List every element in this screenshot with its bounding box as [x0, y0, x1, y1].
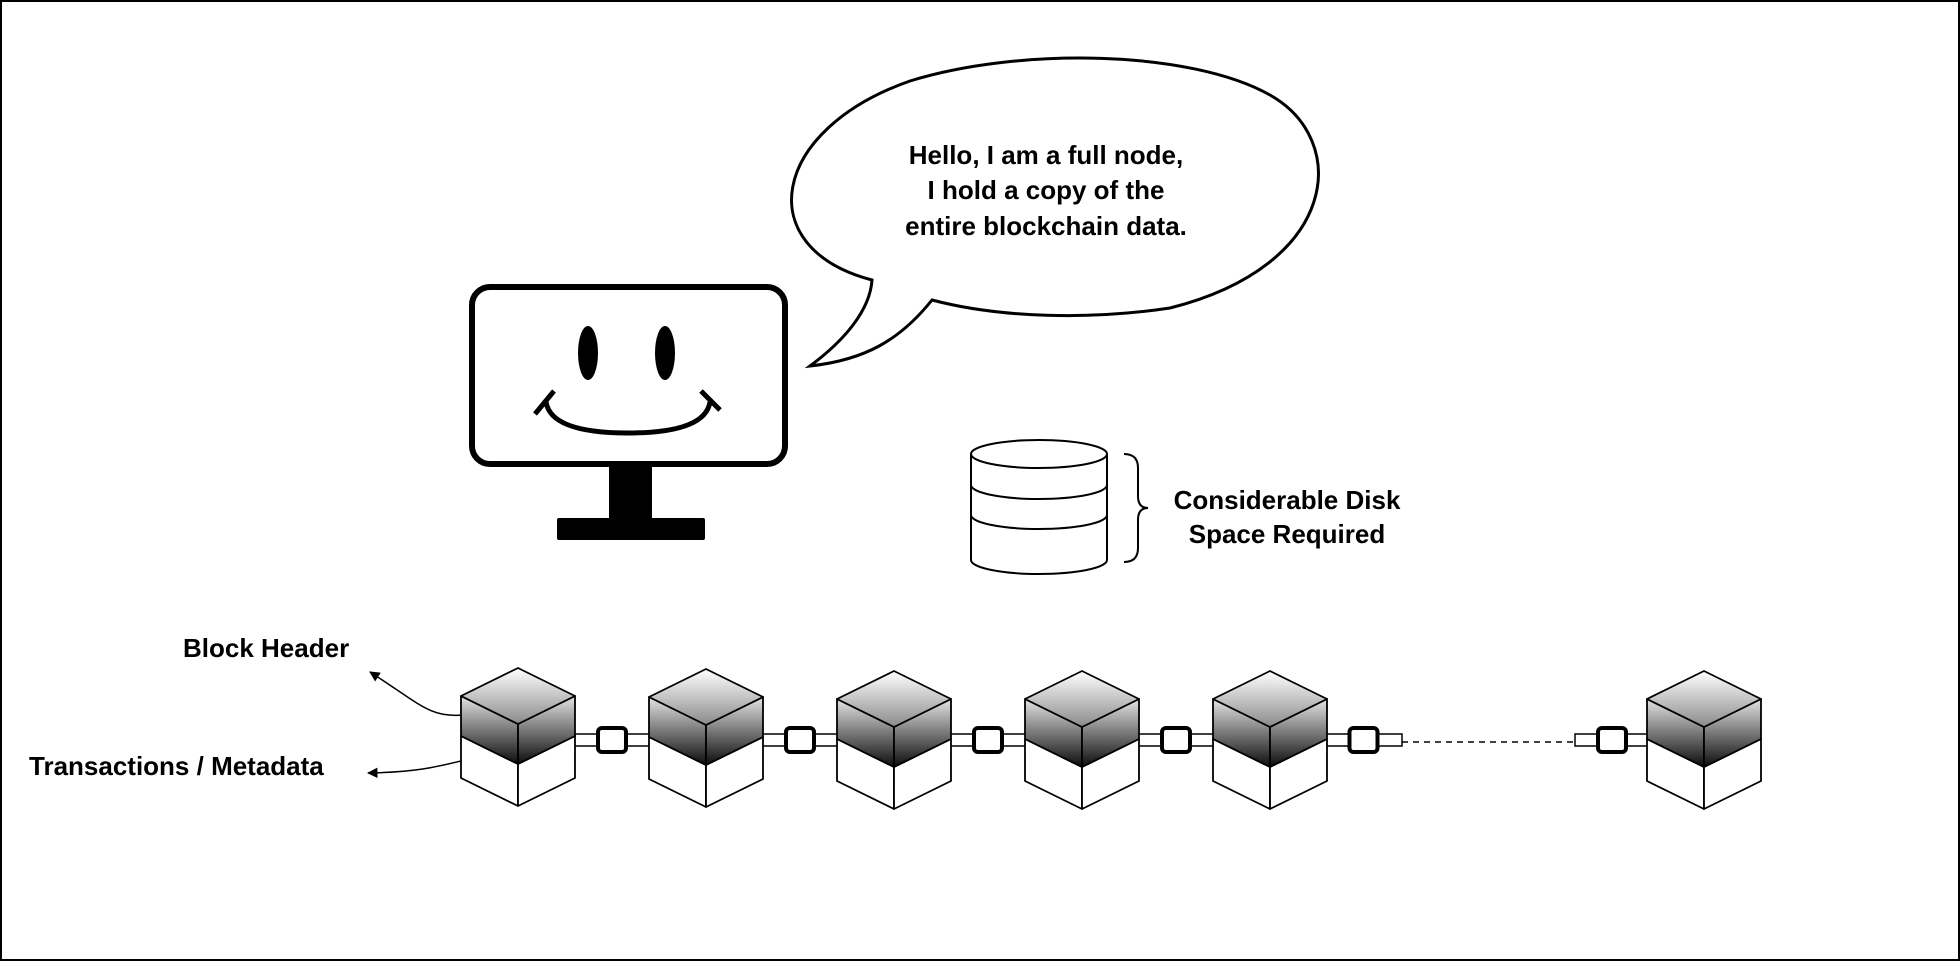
- monitor-smiley-icon: [469, 284, 788, 540]
- block-cube-icon: [1212, 670, 1328, 810]
- monitor-base: [557, 518, 705, 540]
- chain-link-ring: [1347, 726, 1380, 754]
- transactions-label: Transactions / Metadata: [29, 751, 324, 781]
- disk-label-line-1: Considerable Disk: [1174, 485, 1401, 515]
- transactions-arrow: [366, 759, 466, 779]
- block-header-top-face: [836, 670, 952, 728]
- database-body: [970, 454, 1108, 575]
- block-header-label: Block Header: [183, 633, 349, 663]
- curly-brace-icon: [1123, 453, 1149, 563]
- chain-links: [572, 726, 1650, 754]
- left-eye: [578, 326, 598, 380]
- block-header-top-face: [1646, 670, 1762, 728]
- database-icon: [970, 439, 1108, 575]
- block-header-top-face: [1212, 670, 1328, 728]
- speech-bubble: Hello, I am a full node, I hold a copy o…: [790, 56, 1320, 369]
- block-cube-icon: [1646, 670, 1762, 810]
- disk-label-line-2: Space Required: [1189, 519, 1386, 549]
- chain-link-icon: [572, 726, 652, 754]
- chain-link-icon: [760, 726, 840, 754]
- blockchain-blocks: [460, 667, 1762, 810]
- chain-link-ring: [596, 726, 628, 754]
- block-header-top-face: [648, 668, 764, 726]
- chain-link-ring: [1160, 726, 1192, 754]
- block-header-top-face: [1024, 670, 1140, 728]
- database-top: [970, 439, 1108, 469]
- speech-line-3: entire blockchain data.: [905, 211, 1187, 241]
- block-cube-icon: [836, 670, 952, 810]
- speech-line-1: Hello, I am a full node,: [909, 140, 1184, 170]
- block-cube-icon: [648, 668, 764, 808]
- database-ring-2: [970, 514, 1108, 530]
- block-header-arrow: [369, 671, 464, 717]
- speech-bubble-outline: [790, 56, 1320, 369]
- chain-link-icon: [1574, 726, 1650, 754]
- monitor-screen: [469, 284, 788, 467]
- database-ring-1: [970, 484, 1108, 500]
- chain-link-ring: [972, 726, 1004, 754]
- block-cube-icon: [460, 667, 576, 807]
- chain-link-ring: [1596, 726, 1628, 754]
- chain-link-icon: [1136, 726, 1216, 754]
- block-cube-icon: [1024, 670, 1140, 810]
- block-header-top-face: [460, 667, 576, 725]
- smile-mouth: [543, 401, 713, 436]
- speech-line-2: I hold a copy of the: [928, 175, 1165, 205]
- smile-left-end: [533, 389, 556, 416]
- right-eye: [655, 326, 675, 380]
- smile-right-end: [699, 389, 722, 412]
- chain-link-ring: [784, 726, 816, 754]
- monitor-neck: [609, 464, 652, 522]
